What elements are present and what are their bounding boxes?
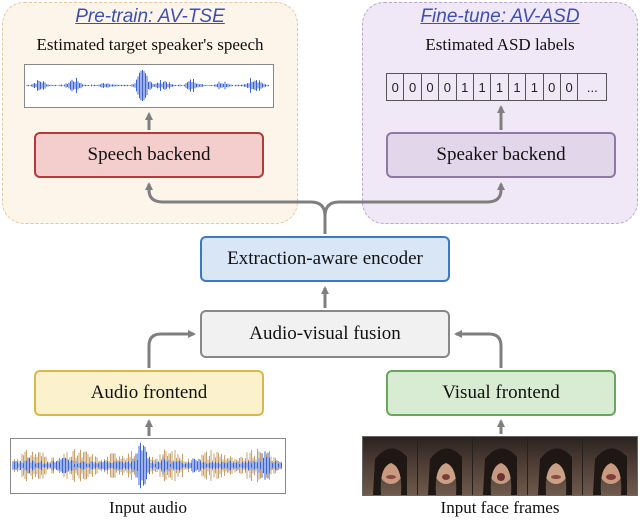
extraction-aware-encoder-box: Extraction-aware encoder	[200, 236, 450, 282]
face-frame	[363, 437, 418, 495]
input-audio-waveform	[10, 438, 286, 494]
visual-frontend-label: Visual frontend	[442, 382, 560, 403]
asd-label-cell: 0	[542, 73, 560, 101]
input-face-frames	[362, 436, 638, 496]
output-waveform-graphic	[26, 70, 269, 101]
face-frame	[473, 437, 528, 495]
face-frame	[528, 437, 583, 495]
asd-label-cell: 1	[525, 73, 543, 101]
face-frame	[583, 437, 637, 495]
finetune-title: Fine-tune: AV-ASD	[420, 6, 580, 27]
audio-frontend-box: Audio frontend	[34, 370, 264, 416]
asd-label-cell: 0	[420, 73, 439, 101]
input-face-caption: Input face frames	[440, 498, 560, 517]
asd-label-cell: 1	[472, 73, 491, 101]
audio-frontend-label: Audio frontend	[90, 382, 208, 403]
speaker-backend-label: Speaker backend	[436, 144, 566, 165]
asd-label-cell: 0	[403, 73, 421, 101]
asd-label-cell: 0	[438, 73, 456, 101]
speech-backend-box: Speech backend	[34, 132, 264, 178]
asd-label-cell: 1	[507, 73, 526, 101]
input-waveform-graphic	[12, 442, 282, 489]
audio-visual-fusion-box: Audio-visual fusion	[200, 310, 450, 358]
arrow-encoder-to-speech-backend	[145, 182, 327, 234]
encoder-label: Extraction-aware encoder	[227, 248, 423, 269]
asd-label-cell: 0	[559, 73, 578, 101]
fusion-label: Audio-visual fusion	[249, 323, 401, 344]
asd-label-ellipsis: ...	[577, 73, 608, 101]
pretrain-title: Pre-train: AV-TSE	[75, 6, 225, 27]
estimated-speech-caption: Estimated target speaker's speech	[36, 35, 264, 54]
asd-label-cell: 1	[455, 73, 473, 101]
output-waveform	[24, 64, 274, 108]
arrow-visual-frontend-to-fusion	[454, 330, 503, 368]
speech-backend-label: Speech backend	[87, 144, 211, 165]
arrow-audio-frontend-to-fusion	[147, 330, 196, 368]
speaker-backend-box: Speaker backend	[386, 132, 616, 178]
arrow-encoder-to-speaker-backend	[323, 182, 505, 217]
input-audio-caption: Input audio	[109, 498, 187, 517]
asd-label-cell: 0	[386, 73, 404, 101]
face-frame	[418, 437, 473, 495]
asd-label-cell: 1	[490, 73, 508, 101]
estimated-asd-caption: Estimated ASD labels	[425, 35, 575, 54]
visual-frontend-box: Visual frontend	[386, 370, 616, 416]
